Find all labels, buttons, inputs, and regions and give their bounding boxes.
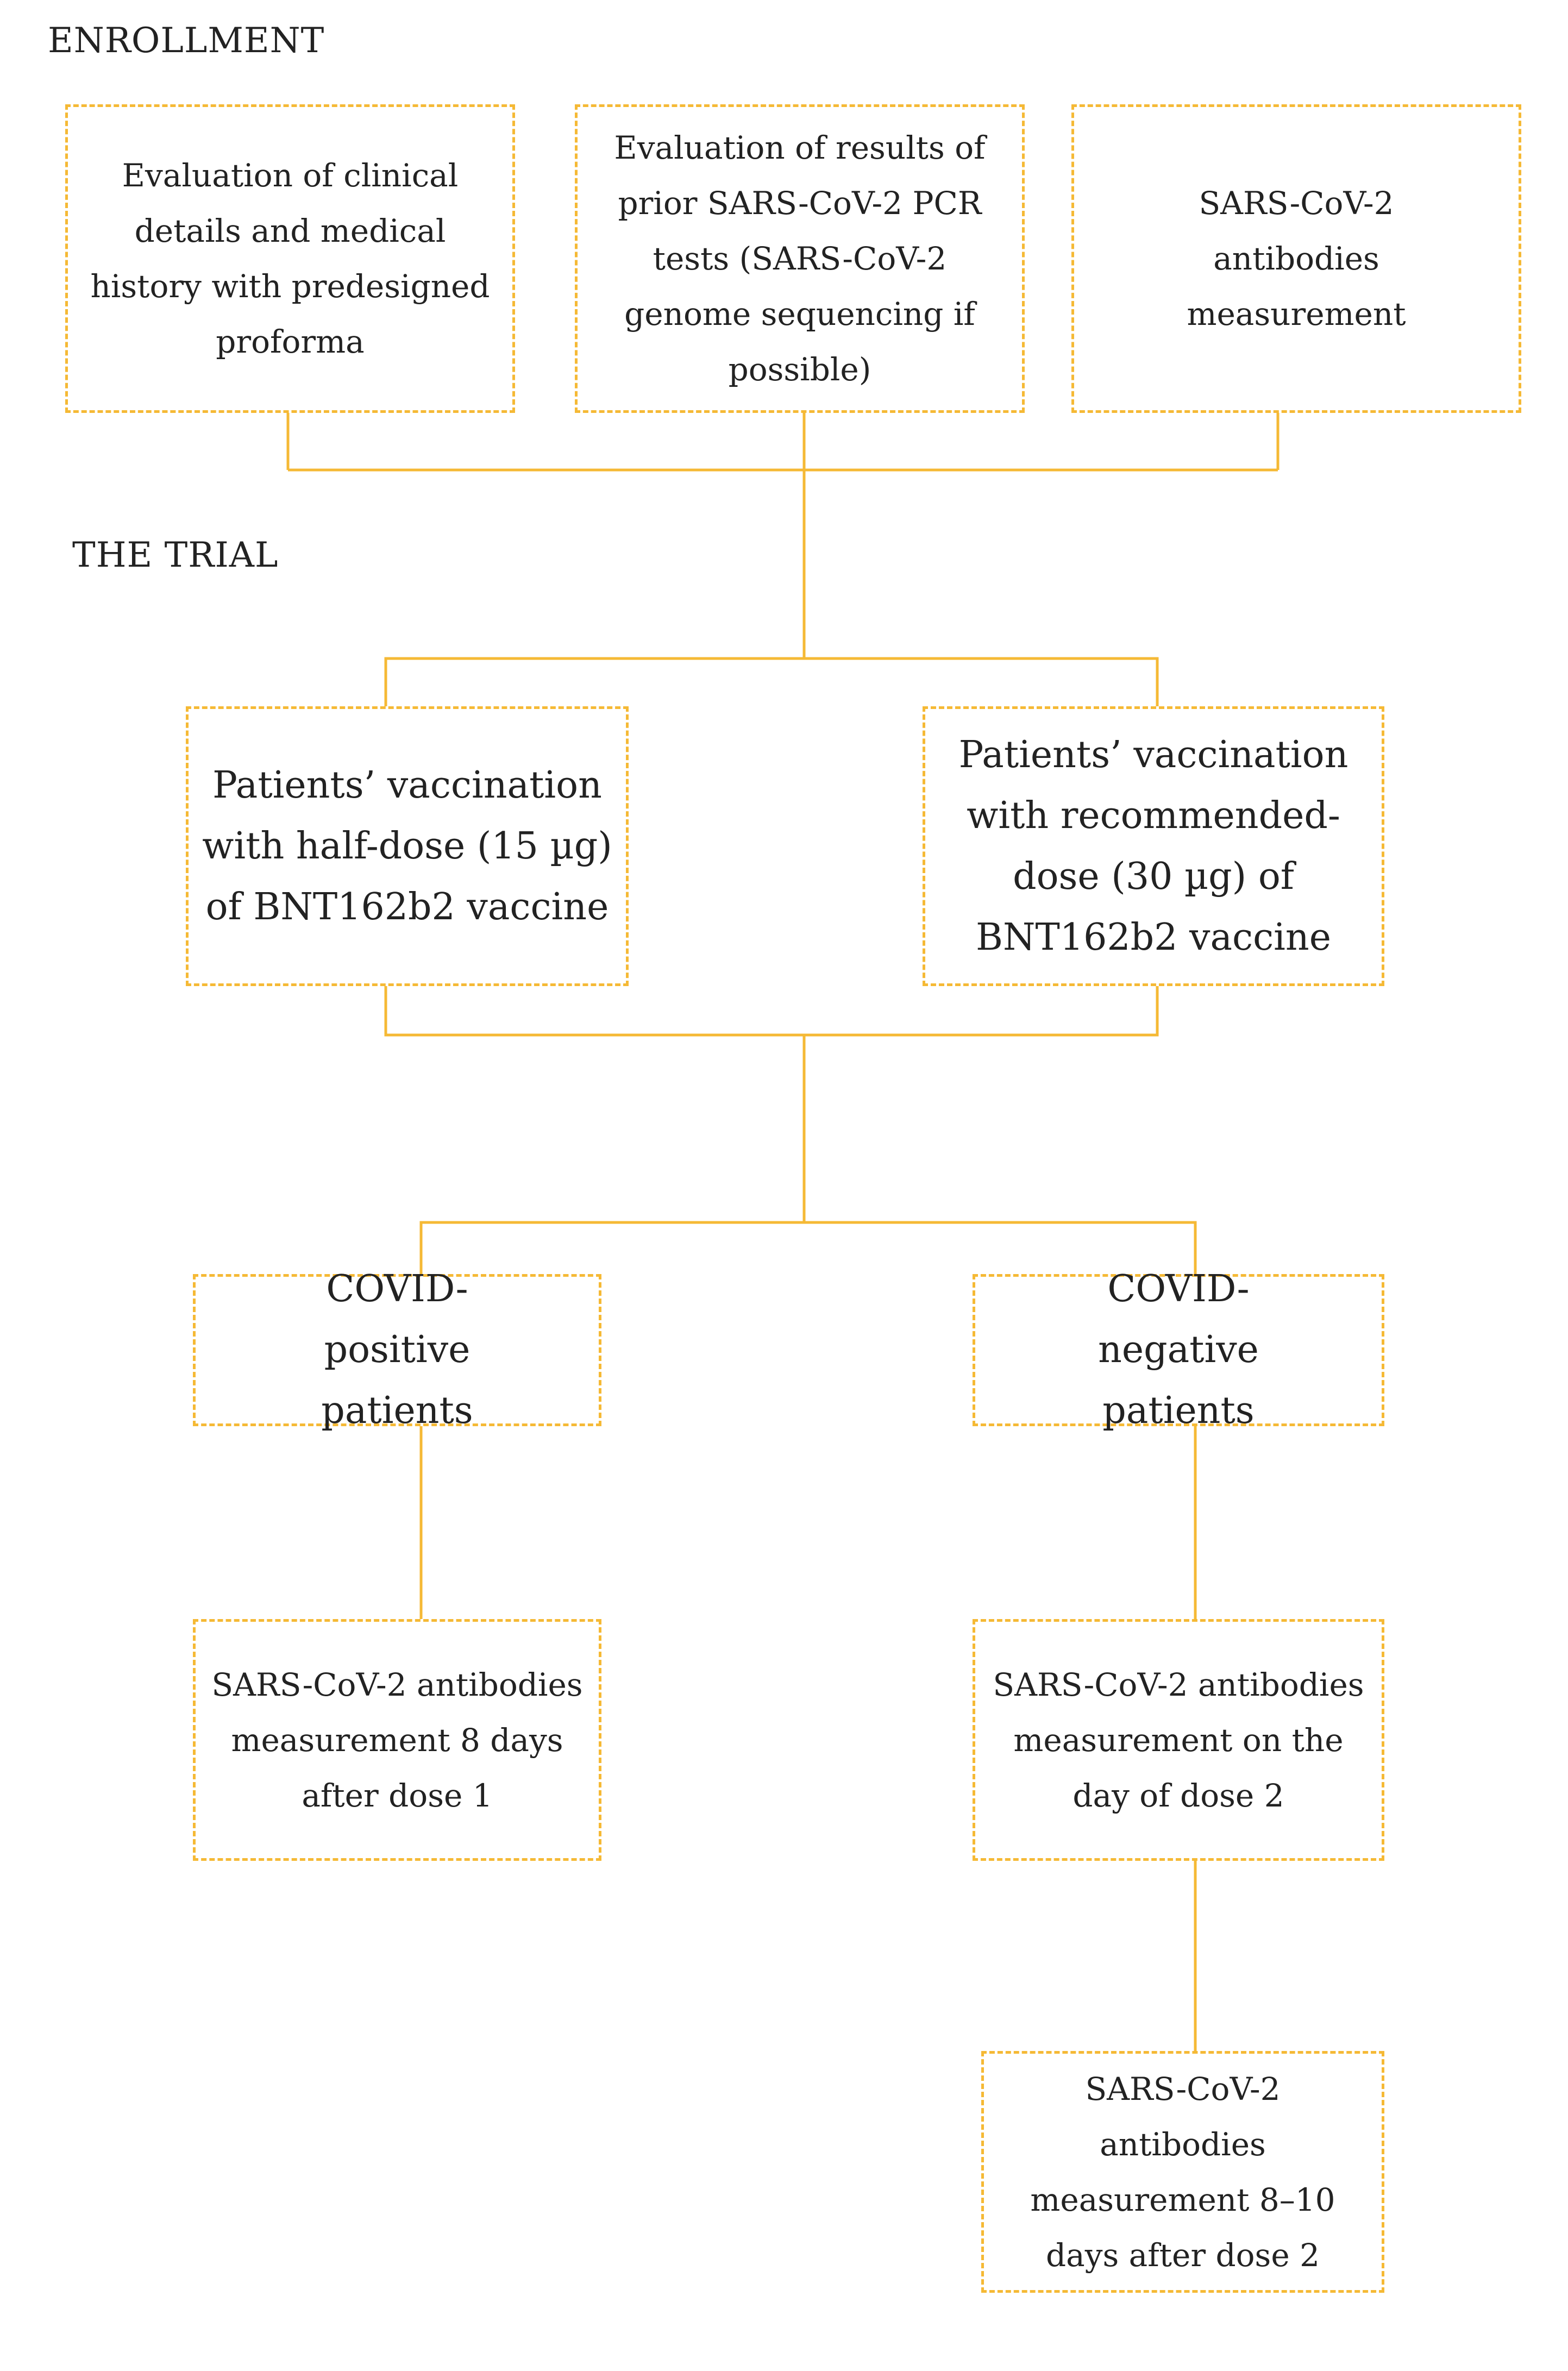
negative-measurement-day2-box: SARS-CoV-2 antibodies measurement on the… — [973, 1619, 1384, 1861]
connector-covid-split — [419, 1221, 1197, 1274]
baseline-antibodies-text: SARS-CoV-2 antibodies measurement — [1187, 185, 1406, 333]
covid-positive-box: COVID-positive patients — [193, 1268, 601, 1432]
positive-measurement-box: SARS-CoV-2 antibodies measurement 8 days… — [193, 1619, 601, 1861]
covid-negative-box: COVID-negative patients — [973, 1268, 1384, 1432]
negative-measurement-day2-text: SARS-CoV-2 antibodies measurement on the… — [993, 1666, 1364, 1814]
negative-measurement-after2-text: SARS-CoV-2 antibodies measurement 8–10 d… — [1030, 2070, 1335, 2274]
positive-measurement-text: SARS-CoV-2 antibodies measurement 8 days… — [211, 1666, 583, 1814]
clinical-evaluation-text: Evaluation of clinical details and medic… — [90, 157, 490, 360]
pcr-evaluation-box: Evaluation of results of prior SARS-CoV-… — [575, 104, 1025, 413]
recommended-dose-box: Patients’ vaccination with recommended-d… — [923, 706, 1384, 986]
connector-dose-split — [384, 657, 1159, 706]
trial-heading: THE TRIAL — [72, 535, 279, 575]
connector-dose-merge — [384, 986, 1159, 1037]
recommended-dose-text: Patients’ vaccination with recommended-d… — [958, 733, 1349, 959]
baseline-antibodies-box: SARS-CoV-2 antibodies measurement — [1071, 104, 1521, 413]
covid-positive-text: COVID-positive patients — [321, 1268, 473, 1432]
half-dose-box: Patients’ vaccination with half-dose (15… — [186, 706, 629, 986]
negative-measurement-after2-box: SARS-CoV-2 antibodies measurement 8–10 d… — [981, 2051, 1384, 2293]
clinical-evaluation-box: Evaluation of clinical details and medic… — [65, 104, 515, 413]
half-dose-text: Patients’ vaccination with half-dose (15… — [202, 763, 612, 929]
pcr-evaluation-text: Evaluation of results of prior SARS-CoV-… — [614, 129, 986, 388]
covid-negative-text: COVID-negative patients — [1098, 1268, 1259, 1432]
enrollment-heading: ENROLLMENT — [48, 21, 325, 61]
